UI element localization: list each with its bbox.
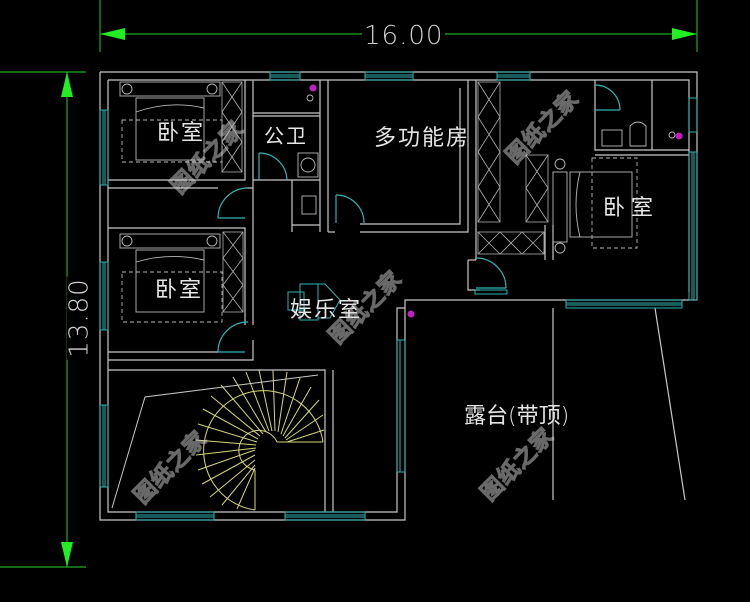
drain-icon bbox=[309, 84, 317, 92]
windows bbox=[99, 71, 698, 521]
bath-fixtures bbox=[297, 94, 676, 215]
closets bbox=[221, 81, 549, 313]
spiral-stair bbox=[195, 369, 325, 511]
arrow-left-icon bbox=[100, 28, 125, 40]
arrow-down-icon bbox=[61, 542, 73, 567]
dimension-height-label: 13.80 bbox=[64, 276, 95, 360]
room-label-bedroom-top-left: 卧室 bbox=[157, 121, 206, 146]
room-label-terrace: 露台(带顶) bbox=[464, 404, 570, 429]
drain-icon bbox=[407, 310, 415, 318]
room-label-bedroom-mid-left: 卧室 bbox=[155, 278, 204, 303]
interior-walls bbox=[108, 80, 689, 512]
room-label-bedroom-right: 卧室 bbox=[603, 196, 660, 221]
arrow-right-icon bbox=[672, 28, 697, 40]
room-label-multi-function: 多功能房 bbox=[374, 126, 471, 151]
dimension-width-label: 16.00 bbox=[362, 21, 446, 51]
doors bbox=[217, 84, 621, 353]
entertainment-furniture bbox=[287, 283, 341, 321]
beds bbox=[119, 81, 638, 323]
arrow-up-icon bbox=[61, 72, 73, 97]
room-label-public-bath: 公卫 bbox=[264, 124, 308, 148]
room-label-entertainment: 娱乐室 bbox=[290, 298, 363, 323]
drain-icon bbox=[675, 132, 683, 140]
stair-outline bbox=[111, 374, 319, 509]
fixture-dots bbox=[309, 84, 683, 318]
